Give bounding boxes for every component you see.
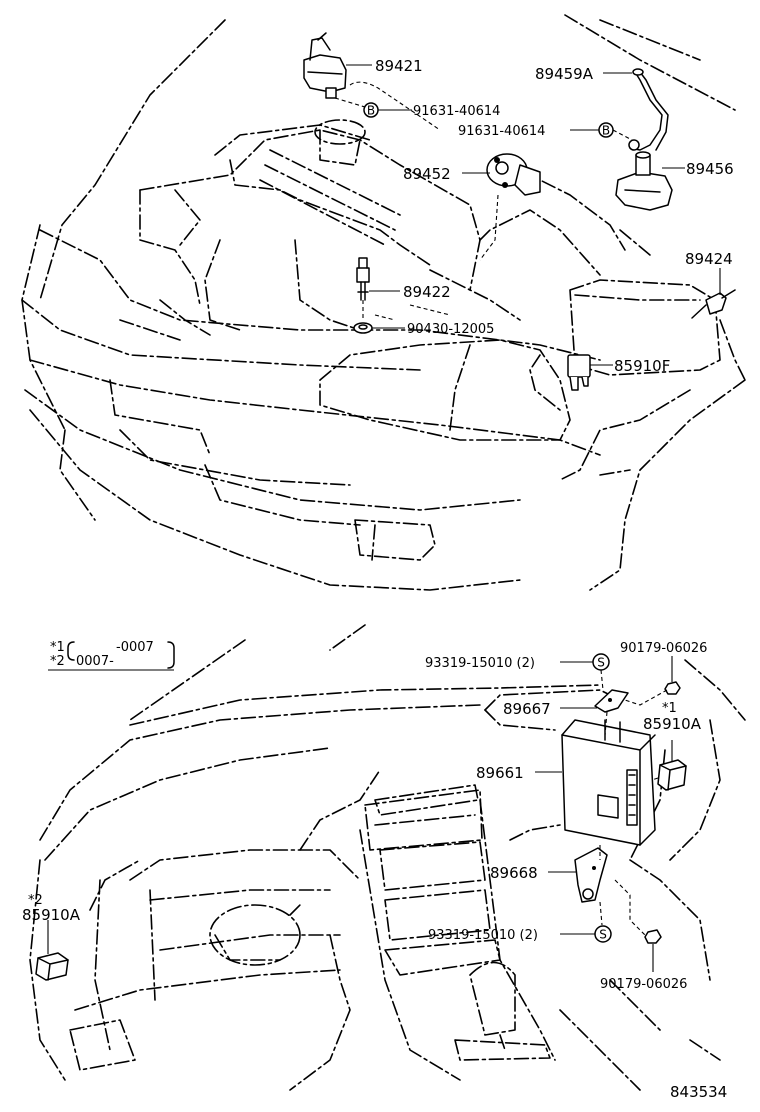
bottom-leader-lines <box>47 656 673 972</box>
dashboard-outline: *1 *2 -0007 0007- <box>29 624 746 1091</box>
note-mark-2: *2 <box>28 893 43 908</box>
label-85910F: 85910F <box>614 357 670 375</box>
relay-85910A-right <box>657 759 687 791</box>
vacuum-sensor-89421 <box>303 32 347 99</box>
label-90179-06026-b: 90179-06026 <box>600 977 687 992</box>
note-mark-1: *1 <box>662 701 677 716</box>
washer-letter: B <box>602 124 610 138</box>
bottom-part-labels: 93319-15010 (2) 90179-06026 89667 *1 859… <box>22 641 707 992</box>
engine-compartment-outline <box>21 14 746 591</box>
legend-box: *1 *2 -0007 0007- <box>48 640 175 671</box>
sensor-89456 <box>615 151 673 211</box>
label-89452: 89452 <box>403 165 451 183</box>
nut-90179-top <box>664 681 681 695</box>
throttle-position-sensor-89452 <box>486 153 541 196</box>
ecu-89661 <box>561 719 656 846</box>
legend-mark-1: *1 <box>50 640 65 655</box>
screw-washer-top: S <box>592 653 610 671</box>
legend-range-2: 0007- <box>76 654 114 669</box>
label-85910A-left: 85910A <box>22 906 81 924</box>
label-89661: 89661 <box>476 764 524 782</box>
label-91631-40614-a: 91631-40614 <box>413 104 500 119</box>
nut-90179-bottom <box>644 929 662 944</box>
relay-85910A-left <box>35 952 69 981</box>
gasket-90430-12005 <box>353 322 373 334</box>
legend-mark-2: *2 <box>50 654 65 669</box>
sensor-89424 <box>691 289 736 319</box>
bolt-washer-top-2: B <box>598 122 614 138</box>
label-85910A-right: 85910A <box>643 715 702 733</box>
bolt-washer-top-1: B <box>363 102 379 118</box>
bracket-89667 <box>594 689 629 713</box>
label-89456: 89456 <box>686 160 734 178</box>
label-89459A: 89459A <box>535 65 594 83</box>
temperature-sensor-89422 <box>356 257 370 301</box>
label-93319-15010-b: 93319-15010 (2) <box>428 928 538 943</box>
label-89422: 89422 <box>403 283 451 301</box>
label-91631-40614-b: 91631-40614 <box>458 124 545 139</box>
label-93319-15010-a: 93319-15010 (2) <box>425 656 535 671</box>
top-part-labels: 89421 91631-40614 89459A 91631-40614 894… <box>375 57 734 375</box>
top-leader-lines <box>334 64 721 366</box>
label-89421: 89421 <box>375 57 423 75</box>
screw-washer-bottom: S <box>594 925 612 943</box>
washer-letter: S <box>599 928 607 942</box>
bracket-89459A <box>628 68 669 151</box>
washer-letter: B <box>367 104 375 118</box>
relay-85910F <box>567 354 591 391</box>
label-89667: 89667 <box>503 700 551 718</box>
label-89424: 89424 <box>685 250 733 268</box>
legend-range-1: -0007 <box>116 640 154 655</box>
diagram-number: 843534 <box>670 1083 727 1101</box>
label-89668: 89668 <box>490 864 538 882</box>
label-90179-06026-a: 90179-06026 <box>620 641 707 656</box>
bracket-89668 <box>574 847 608 903</box>
washer-letter: S <box>597 656 605 670</box>
label-90430-12005: 90430-12005 <box>407 322 494 337</box>
